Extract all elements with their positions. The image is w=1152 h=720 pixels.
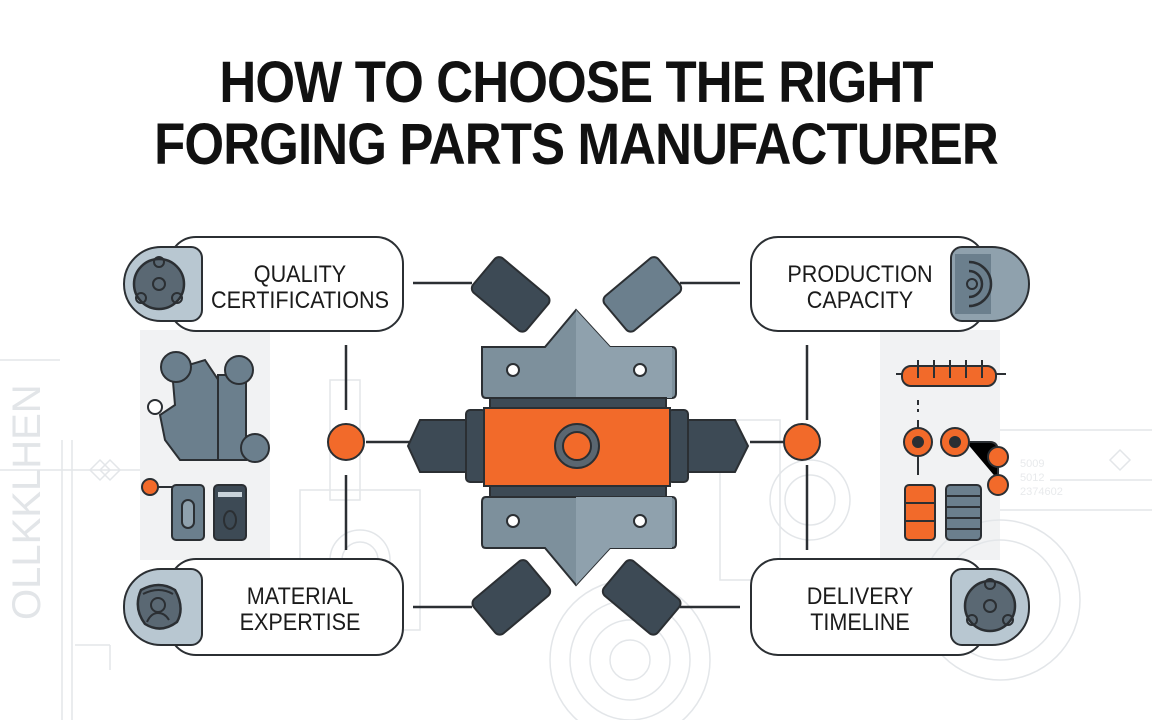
stacked-blocks-icon <box>904 484 982 541</box>
svg-text:5009: 5009 <box>1020 458 1044 470</box>
process-flow-icon <box>903 400 1009 496</box>
bolt-hole <box>633 363 647 377</box>
diagonal-block-bottom-left <box>471 559 552 636</box>
diagonal-block-bottom-right <box>601 559 682 636</box>
ore-person-icon <box>136 583 182 630</box>
factor-card-production <box>750 236 986 332</box>
bolt-hole <box>506 363 520 377</box>
material-label-line-1: MATERIAL <box>246 583 354 610</box>
diagonal-block-top-right <box>602 256 683 333</box>
production-label-line-1: PRODUCTION <box>787 261 933 288</box>
factor-card-quality <box>168 236 404 332</box>
right-connector-node <box>783 423 821 461</box>
quality-label-line-2: CERTIFICATIONS <box>210 287 390 314</box>
production-label-line-2: CAPACITY <box>806 287 914 314</box>
bolt-hole <box>633 514 647 528</box>
gear-disc-icon <box>963 578 1017 633</box>
delivery-label: DELIVERY TIMELINE <box>770 584 950 636</box>
left-pin <box>406 419 471 473</box>
quality-label: QUALITY CERTIFICATIONS <box>210 262 390 314</box>
signal-arc-icon <box>955 254 993 314</box>
heating-rod-icon <box>896 360 1006 387</box>
left-connector-node <box>327 423 365 461</box>
gear-disc-icon <box>132 256 186 311</box>
infographic-title: HOW TO CHOOSE THE RIGHT FORGING PARTS MA… <box>69 52 1083 176</box>
delivery-label-line-2: TIMELINE <box>810 609 910 636</box>
title-line-2: FORGING PARTS MANUFACTURER <box>154 112 999 177</box>
svg-text:2374602: 2374602 <box>1020 486 1063 498</box>
svg-text:5012: 5012 <box>1020 472 1044 484</box>
connector-lines <box>344 281 809 609</box>
delivery-label-line-1: DELIVERY <box>806 583 914 610</box>
material-label-line-2: EXPERTISE <box>239 609 361 636</box>
title-line-1: HOW TO CHOOSE THE RIGHT <box>219 50 933 115</box>
right-pin <box>679 419 750 473</box>
material-samples-icon <box>141 478 247 541</box>
production-label: PRODUCTION CAPACITY <box>770 262 950 314</box>
bolt-hole <box>506 514 520 528</box>
factor-card-material <box>168 558 404 656</box>
svg-text:OLLKKLHEN: OLLKKLHEN <box>5 384 49 620</box>
center-hub <box>562 431 592 461</box>
diagonal-block-top-left <box>470 256 551 333</box>
quality-label-line-1: QUALITY <box>253 261 347 288</box>
factor-card-delivery <box>750 558 986 656</box>
material-label: MATERIAL EXPERTISE <box>210 584 390 636</box>
robotic-arm-icon <box>147 351 270 463</box>
